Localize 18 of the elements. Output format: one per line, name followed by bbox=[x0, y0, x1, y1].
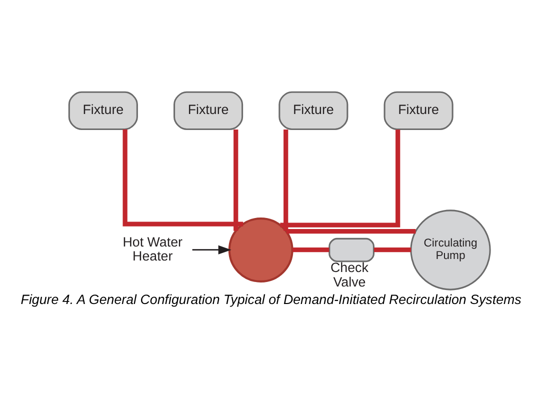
node-box: Fixture bbox=[384, 90, 454, 130]
node-circle: Circulating Pump bbox=[410, 209, 491, 290]
node-box: Fixture bbox=[278, 90, 348, 130]
node-box bbox=[328, 237, 374, 262]
node-box: Fixture bbox=[68, 90, 138, 130]
connector bbox=[122, 128, 244, 226]
connector bbox=[292, 247, 330, 252]
connector bbox=[280, 129, 400, 227]
connector bbox=[286, 228, 416, 234]
node-label: Check Valve bbox=[330, 260, 368, 289]
caption: Figure 4. A General Configuration Typical of Demand-Initiated Recirculation Systems bbox=[20, 292, 522, 307]
connector bbox=[284, 129, 288, 230]
connector bbox=[234, 129, 238, 230]
arrow bbox=[192, 244, 232, 254]
node-box: Fixture bbox=[174, 90, 244, 130]
node-circle bbox=[228, 217, 294, 282]
connector bbox=[374, 247, 412, 252]
node-text: Hot Water Heater bbox=[122, 234, 182, 264]
